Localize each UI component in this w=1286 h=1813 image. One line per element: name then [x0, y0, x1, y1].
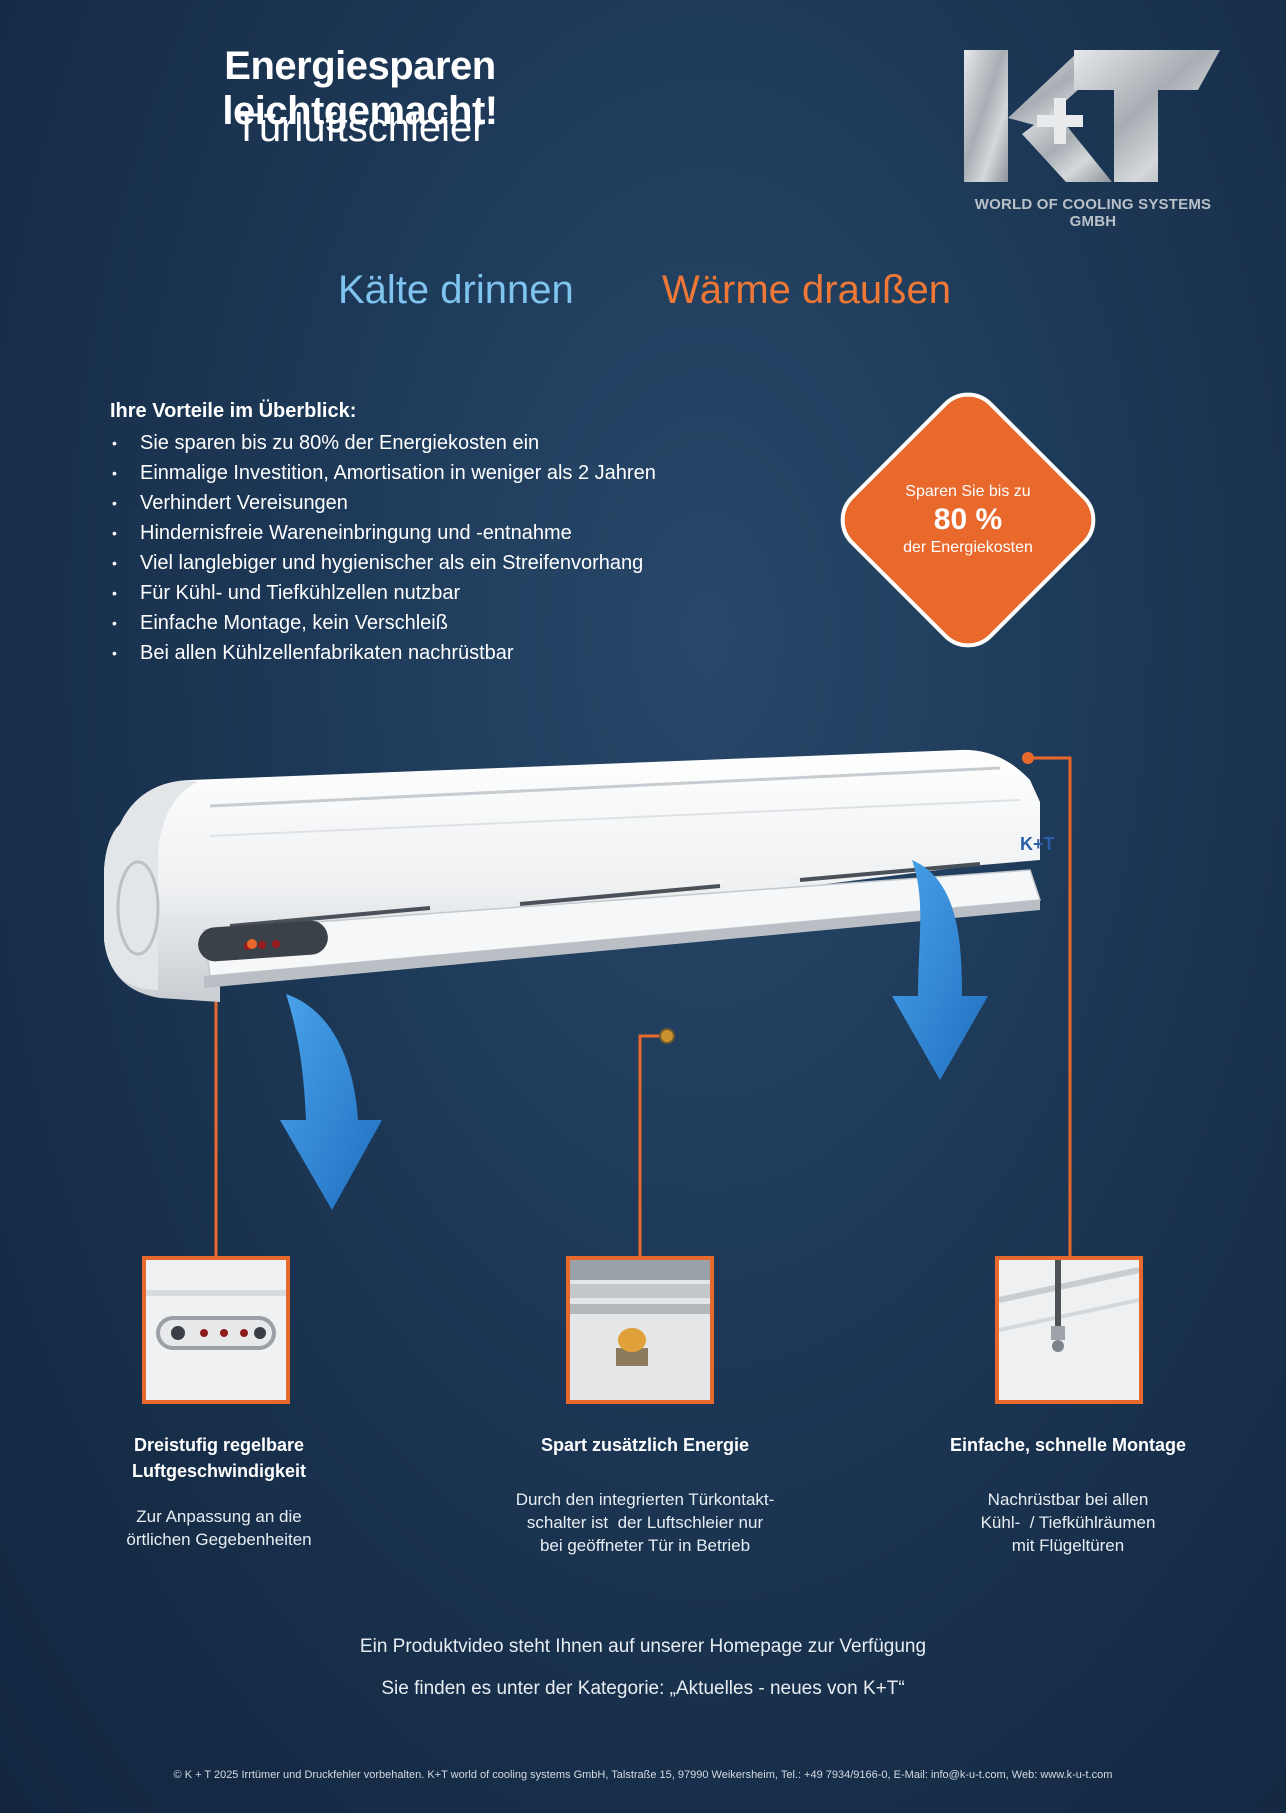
device-logo: K+T	[1020, 834, 1055, 854]
feature-title-energy: Spart zusätzlich Energie	[540, 1435, 750, 1455]
bullet-icon: •	[112, 495, 117, 511]
benefits-title: Ihre Vorteile im Überblick:	[110, 400, 357, 422]
speed-control-detail-image	[142, 1256, 290, 1404]
benefit-item: •Viel langlebiger und hygienischer als e…	[110, 548, 656, 578]
door-switch-detail-image	[566, 1256, 714, 1404]
right-airflow-arrow-icon	[892, 860, 988, 1080]
door-contact-switch-icon	[570, 1260, 710, 1400]
benefit-item: •Bei allen Kühlzellenfabrikaten nachrüst…	[110, 638, 656, 668]
benefit-item: •Einfache Montage, kein Verschleiß	[110, 608, 656, 638]
speed-control-panel-icon	[146, 1260, 286, 1400]
feature-title-mounting: Einfache, schnelle Montage	[949, 1435, 1187, 1455]
logo-tagline: WORLD OF COOLING SYSTEMS GMBH	[974, 196, 1212, 230]
bullet-icon: •	[112, 465, 117, 481]
subline: Türluftschleier	[234, 106, 486, 150]
benefit-item: •Verhindert Vereisungen	[110, 488, 656, 518]
feature-desc-speed: Zur Anpassung an die örtlichen Gegebenhe…	[126, 1507, 312, 1549]
air-curtain-illustration: K+T	[104, 749, 1072, 1258]
bullet-icon: •	[112, 645, 117, 661]
badge-line1: Sparen Sie bis zu	[905, 483, 1031, 500]
mounting-detail-image	[995, 1256, 1143, 1404]
feature-title-speed: Dreistufig regelbare Luftgeschwindigkeit	[131, 1435, 306, 1481]
video-note-line1: Ein Produktvideo steht Ihnen auf unserer…	[359, 1636, 927, 1657]
warm-outside-slogan: Wärme draußen	[662, 268, 951, 312]
bullet-icon: •	[112, 615, 117, 631]
feature-desc-energy: Durch den integrierten Türkontakt- schal…	[515, 1490, 775, 1555]
benefit-item: •Für Kühl- und Tiefkühlzellen nutzbar	[110, 578, 656, 608]
screwdriver-mounting-icon	[999, 1260, 1139, 1400]
cold-inside-slogan: Kälte drinnen	[338, 268, 574, 312]
bullet-icon: •	[112, 585, 117, 601]
savings-badge: Sparen Sie bis zu 80 % der Energiekosten	[826, 378, 1110, 662]
badge-value: 80 %	[933, 503, 1003, 536]
benefits-list: •Sie sparen bis zu 80% der Energiekosten…	[110, 428, 656, 668]
badge-line2: der Energiekosten	[903, 539, 1033, 556]
bullet-icon: •	[112, 525, 117, 541]
benefit-item: •Hindernisfreie Wareneinbringung und -en…	[110, 518, 656, 548]
video-note-line2: Sie finden es unter der Kategorie: „Aktu…	[381, 1678, 905, 1699]
benefit-item: •Einmalige Investition, Amortisation in …	[110, 458, 656, 488]
headline: Energiesparen leichtgemacht!	[222, 44, 498, 133]
bullet-icon: •	[112, 435, 117, 451]
kt-logo	[964, 50, 1220, 182]
left-airflow-arrow-icon	[280, 994, 382, 1210]
benefit-item: •Sie sparen bis zu 80% der Energiekosten…	[110, 428, 656, 458]
footer-imprint: © K + T 2025 Irrtümer und Druckfehler vo…	[173, 1769, 1113, 1781]
feature-desc-mounting: Nachrüstbar bei allen Kühl- / Tiefkühlrä…	[980, 1490, 1156, 1555]
bullet-icon: •	[112, 555, 117, 571]
